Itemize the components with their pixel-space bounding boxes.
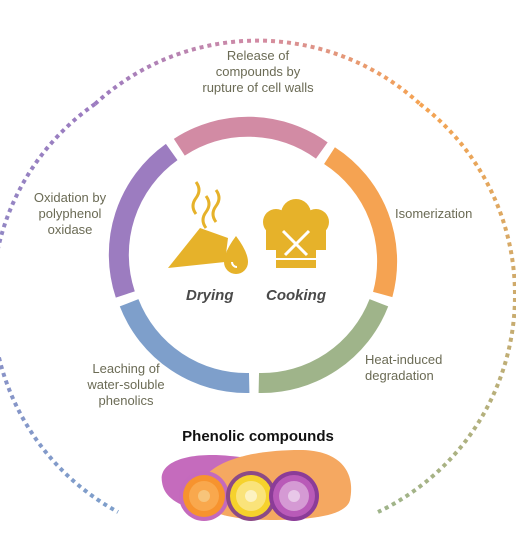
ring-segment-oxidation: [108, 143, 178, 298]
label-degradation: Heat-induced degradation: [365, 352, 443, 383]
ring-segment-leaching: [119, 298, 250, 394]
ring-segment-rupture: [173, 116, 328, 159]
orange-slice: [179, 471, 229, 521]
center-label-cooking: Cooking: [266, 287, 326, 304]
sweet-potato-illustration: [161, 450, 352, 521]
label-isomerization: Isomerization: [395, 206, 473, 221]
label-oxidation: Oxidation by polyphenol oxidase: [33, 190, 107, 237]
drying-steam-icon: [168, 181, 248, 274]
label-leaching: Leaching of water-soluble phenolics: [87, 361, 165, 408]
chef-hat-icon: [263, 199, 329, 268]
label-rupture: Release of compounds by rupture of cell …: [202, 48, 314, 95]
ring-segment-isomerization: [323, 147, 398, 298]
outer-dashed-ring: [0, 38, 516, 514]
bottom-title: Phenolic compounds: [182, 428, 334, 445]
yellow-slice: [226, 471, 276, 521]
ring-segment-degradation: [258, 298, 389, 394]
inner-ring: [108, 116, 398, 394]
purple-slice: [269, 471, 319, 521]
center-label-drying: Drying: [186, 287, 234, 304]
